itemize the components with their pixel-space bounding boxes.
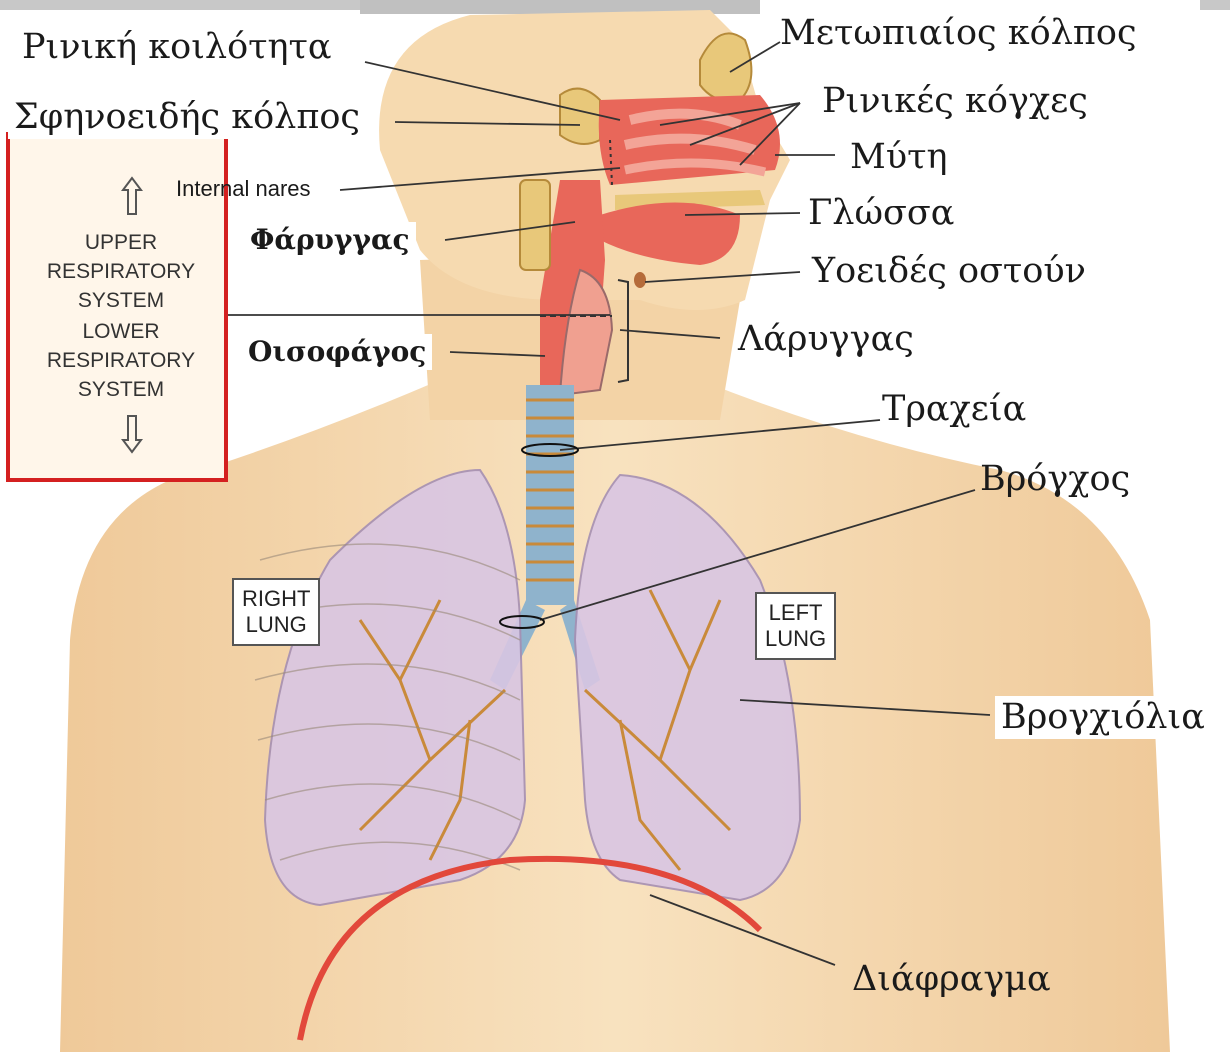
vertebrae [520,180,550,270]
label-frontal-sinus: Μετωπιαίος κόλπος [780,16,1137,51]
label-tongue: Γλώσσα [808,196,954,231]
right-lung-line-2: LUNG [242,612,310,638]
label-nose: Μύτη [850,140,947,175]
label-nasal-conchae: Ρινικές κόγχες [822,84,1088,119]
upper-line-2: RESPIRATORY [10,257,232,286]
label-sphenoid-sinus: Σφηνοειδής κόλπος [8,96,366,139]
left-lung-line-1: LEFT [765,600,826,626]
label-trachea: Τραχεία [882,392,1026,427]
lower-line-3: SYSTEM [10,375,232,404]
right-lung-line-1: RIGHT [242,586,310,612]
label-pharynx: Φάρυγγας [244,222,416,258]
down-arrow-icon [121,414,143,454]
sphenoid-sinus-shape [560,89,600,144]
lower-line-1: LOWER [10,317,232,346]
lower-system-label: LOWER RESPIRATORY SYSTEM [10,317,232,404]
upper-system-label: UPPER RESPIRATORY SYSTEM [10,228,232,315]
label-bronchus: Βρόγχος [980,462,1130,497]
label-esophagus: Οισοφάγος [242,334,432,370]
lower-line-2: RESPIRATORY [10,346,232,375]
upper-line-1: UPPER [10,228,232,257]
label-internal-nares: Internal nares [176,178,311,200]
label-hyoid-bone: Υοειδές οστούν [812,254,1086,289]
top-strip-right [1200,0,1230,10]
right-lung-label: RIGHT LUNG [232,578,320,646]
left-lung-line-2: LUNG [765,626,826,652]
label-diaphragm: Διάφραγμα [852,962,1051,997]
label-bronchioles: Βρογχιόλια [995,696,1211,739]
up-arrow-icon [121,176,143,216]
upper-line-3: SYSTEM [10,286,232,315]
label-larynx: Λάρυγγας [738,322,914,357]
left-lung-label: LEFT LUNG [755,592,836,660]
hyoid-shape [634,272,646,288]
top-strip-left [0,0,360,10]
label-nasal-cavity: Ρινική κοιλότητα [22,30,332,65]
